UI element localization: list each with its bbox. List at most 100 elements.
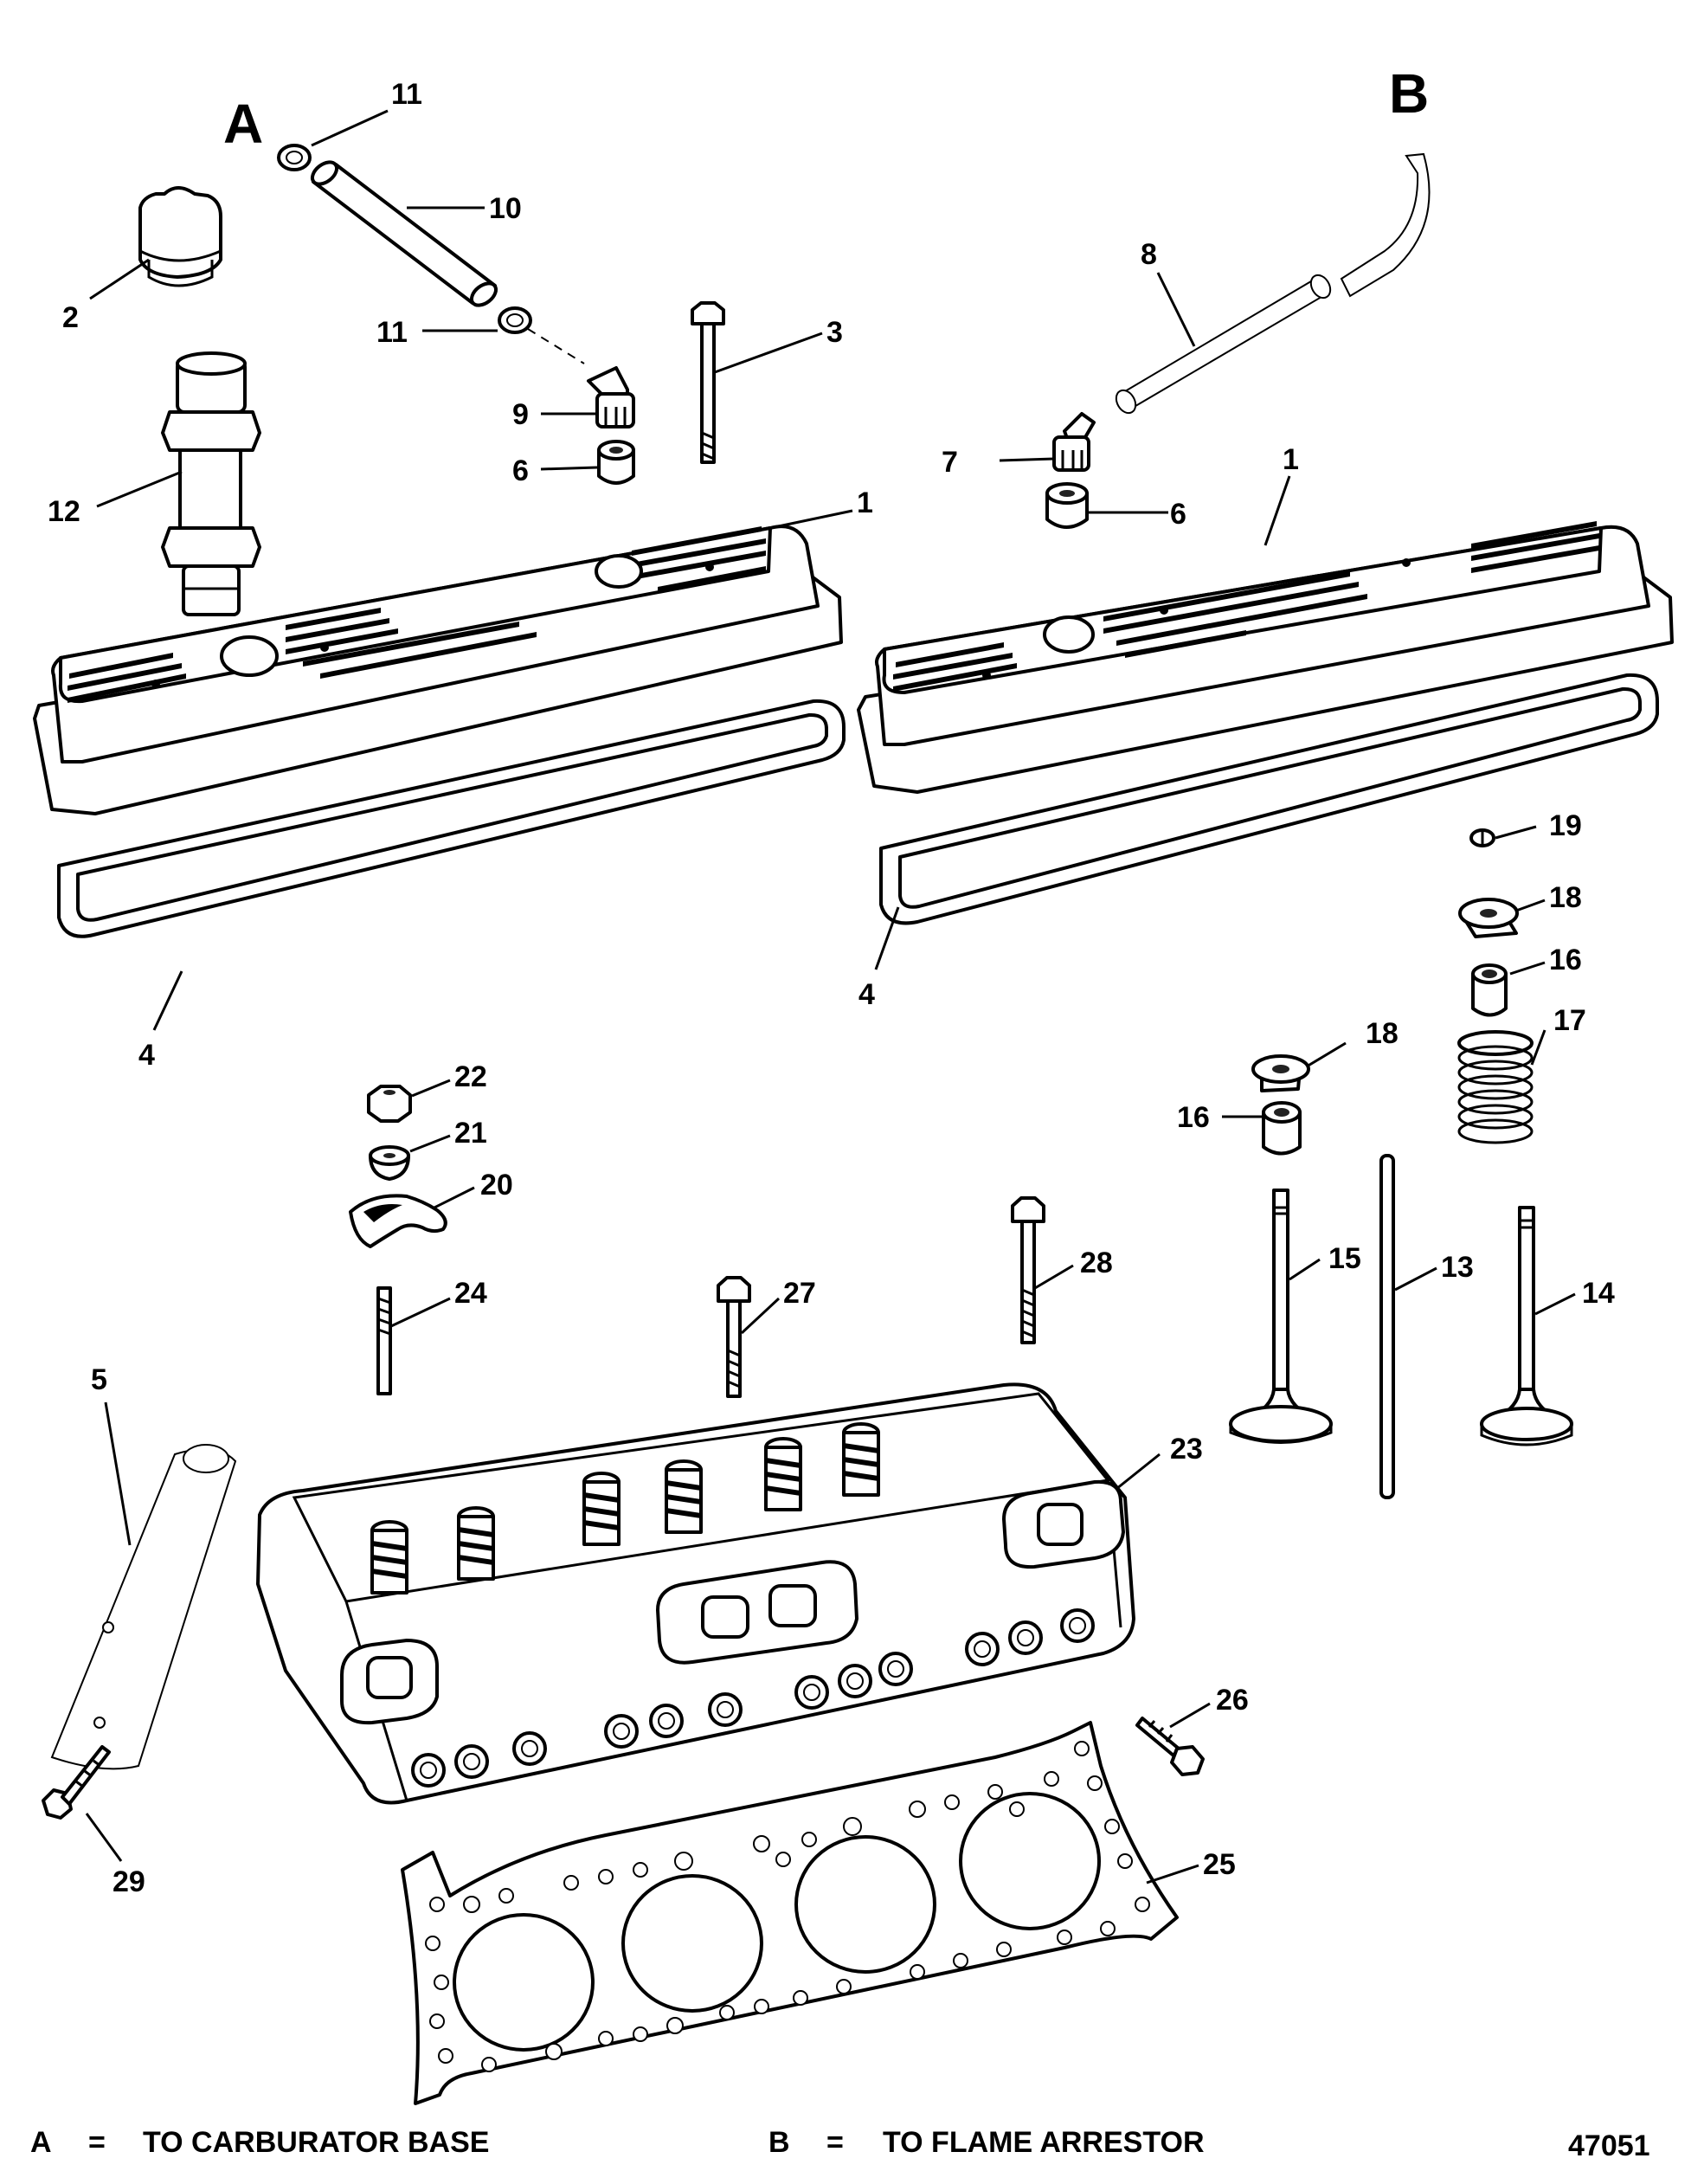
leader-24 — [390, 1297, 451, 1328]
legend-a-text: TO CARBURATOR BASE — [143, 2126, 489, 2159]
cylinder-head-bolt-long — [1011, 1196, 1045, 1344]
callout-26: 26 — [1216, 1684, 1249, 1717]
callout-7: 7 — [942, 446, 958, 479]
callout-8: 8 — [1141, 238, 1157, 271]
callout-27: 27 — [783, 1277, 816, 1310]
leader-3 — [714, 332, 823, 374]
leader-28 — [1034, 1264, 1074, 1290]
leader-1-left — [769, 509, 853, 530]
callout-4-right: 4 — [858, 978, 875, 1011]
hose-clamp-bottom — [498, 306, 532, 334]
valve-cover-bolt — [691, 301, 725, 464]
leader-14 — [1534, 1292, 1576, 1316]
leader-13 — [1394, 1266, 1437, 1292]
cylinder-head-screw — [1135, 1717, 1205, 1776]
pcv-elbow-fitting-a — [587, 366, 635, 428]
legend: A = TO CARBURATOR BASE B = TO FLAME ARRE… — [30, 2126, 1650, 2162]
callout-16-lower: 16 — [1177, 1101, 1210, 1134]
view-label-b: B — [1389, 62, 1429, 125]
leader-8 — [1156, 272, 1196, 347]
legend-b-equals: = — [826, 2126, 844, 2159]
callout-22: 22 — [454, 1060, 487, 1093]
leader-20 — [432, 1186, 475, 1210]
callout-14: 14 — [1582, 1277, 1615, 1310]
valve-keepers — [1469, 828, 1495, 847]
legend-b-text: TO FLAME ARRESTOR — [883, 2126, 1205, 2159]
cylinder-head — [256, 1382, 1135, 1805]
pushrod — [1379, 1154, 1395, 1499]
grommet-left — [597, 440, 635, 485]
heat-shield — [50, 1444, 237, 1770]
valve-spring-retainer-upper — [1458, 898, 1519, 938]
leader-19 — [1495, 825, 1537, 840]
leader-23 — [1116, 1453, 1161, 1491]
leader-4-left — [152, 970, 183, 1031]
callout-29: 29 — [113, 1865, 145, 1898]
exhaust-valve — [1480, 1206, 1573, 1446]
callout-23: 23 — [1170, 1433, 1203, 1466]
leader-18-lower — [1306, 1041, 1347, 1068]
callout-20: 20 — [480, 1169, 513, 1202]
crankcase-vent-hose — [310, 160, 498, 307]
callout-5: 5 — [91, 1363, 107, 1396]
callout-1-left: 1 — [857, 486, 873, 519]
callout-25: 25 — [1203, 1848, 1236, 1881]
view-label-a: A — [223, 93, 263, 155]
legend-b-key: B — [768, 2126, 790, 2159]
callout-9: 9 — [512, 398, 529, 431]
valve-cover-gasket-right — [879, 673, 1659, 925]
leader-25 — [1146, 1864, 1199, 1884]
rocker-arm-pivot-ball — [369, 1145, 410, 1181]
leader-15 — [1289, 1258, 1321, 1281]
leader-4-right — [874, 906, 900, 970]
callout-13: 13 — [1441, 1251, 1474, 1284]
callout-11-top: 11 — [391, 78, 422, 111]
legend-a-key: A — [30, 2126, 52, 2159]
leader-7 — [999, 457, 1055, 462]
gasket-bolt-holes — [425, 1741, 1150, 2072]
valve-spring — [1457, 1030, 1534, 1144]
leader-16-upper — [1509, 961, 1546, 976]
cylinder-head-gasket — [401, 1721, 1179, 2105]
cover-fins-right — [893, 521, 1599, 692]
gasket-bores — [453, 1792, 1101, 2052]
callout-4-left: 4 — [138, 1039, 155, 1072]
valve-cover-gasket-left — [57, 699, 846, 938]
valve-cover-right — [857, 521, 1674, 794]
callout-6-left: 6 — [512, 454, 529, 487]
leader-11-top — [311, 109, 389, 147]
rocker-arm-nut — [367, 1085, 412, 1123]
leader-12 — [96, 470, 183, 508]
heat-shield-screw — [42, 1745, 111, 1820]
hose-clamp-top — [277, 144, 312, 171]
pcv-elbow-fitting-b — [1052, 412, 1096, 472]
leader-6-left — [540, 466, 598, 471]
callout-28: 28 — [1080, 1247, 1113, 1279]
callout-17: 17 — [1553, 1004, 1586, 1037]
head-springs — [370, 1422, 880, 1595]
head-bolt-bosses — [411, 1608, 1095, 1788]
callout-18-upper: 18 — [1549, 881, 1582, 914]
valve-seal-lower — [1262, 1101, 1302, 1156]
valve-cover-left — [33, 525, 843, 815]
valve-seal-upper — [1471, 963, 1508, 1017]
callout-3: 3 — [826, 316, 843, 349]
callout-11-bottom: 11 — [376, 316, 408, 349]
flame-arrestor-hose — [1115, 152, 1431, 415]
callout-10: 10 — [489, 192, 522, 225]
callout-24: 24 — [454, 1277, 487, 1310]
leader-1-right — [1264, 475, 1291, 546]
callout-1-right: 1 — [1283, 443, 1299, 476]
figure-number: 47051 — [1568, 2129, 1650, 2162]
leader-26 — [1169, 1702, 1211, 1729]
callout-2: 2 — [62, 301, 79, 334]
valve-spring-retainer-lower — [1251, 1054, 1310, 1092]
callout-18-lower: 18 — [1366, 1017, 1399, 1050]
oil-filler-cap — [138, 186, 222, 287]
grommet-right — [1045, 482, 1089, 529]
callout-12: 12 — [48, 495, 80, 528]
cylinder-head-bolt-medium — [717, 1276, 751, 1398]
hose-to-fitting-dash-a — [527, 328, 585, 364]
intake-valve — [1229, 1189, 1333, 1444]
